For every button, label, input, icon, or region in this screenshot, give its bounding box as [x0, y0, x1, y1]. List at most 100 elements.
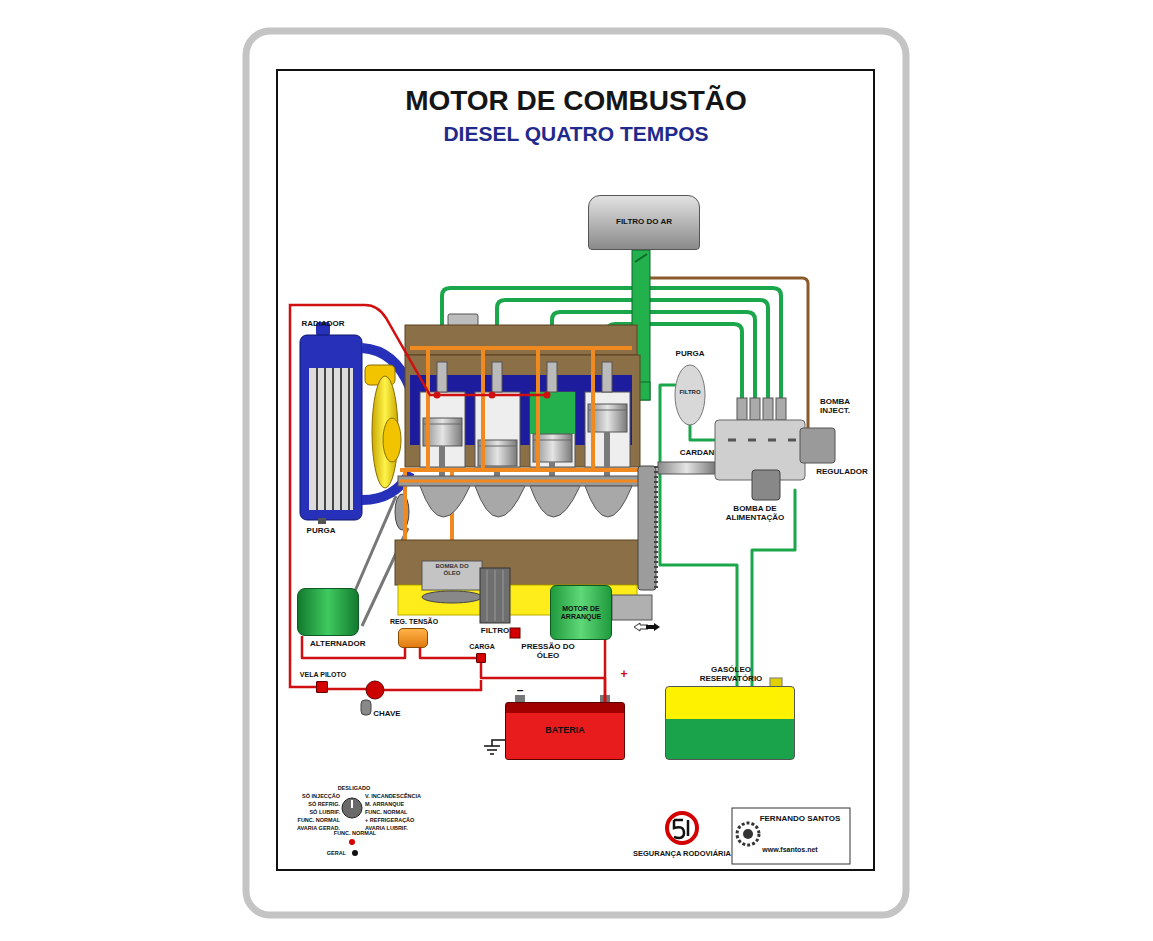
electric-wire [420, 648, 476, 658]
part-label: REG. TENSÃO [390, 618, 438, 626]
logos-part [737, 823, 759, 845]
logos-part [743, 829, 753, 839]
frame [246, 31, 906, 915]
electrical-part [484, 740, 505, 754]
engine-block-part [400, 348, 640, 568]
part-label: VELA PILOTO [300, 671, 346, 679]
part-box: FILTRO DO AR [588, 195, 700, 250]
electrical-part [290, 305, 548, 687]
engine-block-part [602, 362, 612, 392]
engine-block-part [420, 486, 632, 517]
part-name: FUNC. NORMAL [334, 830, 376, 836]
logos-part [674, 820, 688, 838]
radiator [300, 322, 410, 524]
electric-wire [302, 636, 405, 658]
part-label: MOTOR DE ARRANQUE [553, 605, 609, 620]
part-name: PURGA [676, 350, 705, 359]
part-box: ALTERNADOR [297, 588, 359, 636]
part-box: GASÓLEO RESERVATÓRIO [665, 686, 795, 760]
fan-and-belt-part [383, 418, 401, 462]
electric-wire [604, 640, 607, 702]
injection-pump [675, 365, 835, 500]
part-name: PURGA [307, 527, 336, 536]
part-name: www.fsantos.net [762, 846, 817, 854]
part-label: GASÓLEO RESERVATÓRIO [686, 666, 776, 684]
injection-pump-part [800, 428, 835, 463]
radiator-part [309, 368, 353, 510]
part-name: CARDAN [680, 449, 715, 458]
electrical-part [328, 680, 481, 690]
logos-part [667, 813, 697, 843]
flywheel-and-cardan [638, 462, 715, 590]
part-name: AVARIA GERAD. [297, 825, 340, 831]
starter-details-part [634, 623, 648, 631]
engine-block-part [487, 570, 503, 621]
injection-pump-part [776, 398, 786, 420]
part-box: VELA PILOTO [316, 681, 328, 693]
engine-block-part [405, 325, 637, 355]
part-name: GERAL [327, 850, 346, 856]
electrical-part [489, 392, 496, 399]
part-box: BATERIA [505, 702, 625, 760]
part-label: CARGA [469, 643, 495, 651]
part-name: PRESSÃO DO ÓLEO [518, 643, 578, 661]
injection-pump-part [752, 470, 780, 500]
starter-details-part [646, 623, 660, 631]
injection-pump-part [763, 398, 773, 420]
engine-block-part [510, 628, 520, 638]
part-name: FERNANDO SANTOS [760, 815, 841, 824]
engine-block-part [480, 568, 510, 623]
part-name: FILTRO [481, 627, 509, 636]
part-name: SEGURANÇA RODOVIÁRIA [633, 850, 731, 858]
engine-block-part [422, 561, 482, 590]
mode-switch-part [342, 798, 362, 818]
engine-block-part [547, 362, 557, 392]
logos-part [732, 808, 850, 864]
flywheel-and-cardan-part [638, 466, 656, 590]
part-name: SÓ REFRIG. [308, 801, 340, 807]
mode-switch [342, 798, 362, 856]
engine-block-part [400, 480, 648, 483]
part-label: BATERIA [545, 726, 584, 736]
part-name: + [620, 668, 627, 681]
electric-wire [481, 663, 605, 702]
mode-switch-part [352, 850, 358, 856]
electrical-part [366, 681, 384, 699]
part-label: ALTERNADOR [310, 640, 365, 649]
fuel-lines-part [690, 425, 715, 440]
part-box: REG. TENSÃO [398, 628, 428, 648]
engine-block-part [437, 362, 447, 392]
frame-part [277, 70, 874, 870]
poster-heading: MOTOR DE COMBUSTÃO [286, 86, 866, 117]
engine-block-part [398, 476, 648, 486]
part-name: BOMBA INJECT. [814, 398, 856, 416]
part-name: FILTRO [679, 389, 700, 396]
starter-details-part [612, 595, 652, 620]
injection-pump-part [675, 365, 705, 425]
frame-part [246, 31, 906, 915]
part-name: + REFRIGERAÇÃO [365, 817, 414, 823]
radiator-part [318, 518, 326, 524]
engine-block-part [423, 410, 627, 446]
starter-details [612, 595, 660, 631]
engine-block-part [492, 362, 502, 392]
part-name: BOMBA DO ÓLEO [430, 563, 474, 576]
part-name: FUNC. NORMAL [365, 809, 407, 815]
part-name: SÓ LUBRIF. [309, 809, 340, 815]
part-box: MOTOR DE ARRANQUE [550, 585, 612, 640]
flywheel-and-cardan-part [658, 462, 715, 474]
part-name: – [517, 684, 524, 697]
injection-pump-part [728, 439, 796, 442]
injection-pump-part [750, 398, 760, 420]
poster-heading: DIESEL QUATRO TEMPOS [286, 122, 866, 145]
electrical-part [434, 392, 441, 399]
flywheel-and-cardan-part [654, 466, 658, 590]
part-name: BOMBA DE ALIMENTAÇÃO [719, 505, 791, 523]
part-name: RADIADOR [301, 320, 344, 329]
part-name: M. ARRANQUE [365, 801, 404, 807]
part-label: FILTRO DO AR [616, 218, 672, 227]
electrical-part [544, 392, 551, 399]
radiator-part [300, 335, 362, 520]
